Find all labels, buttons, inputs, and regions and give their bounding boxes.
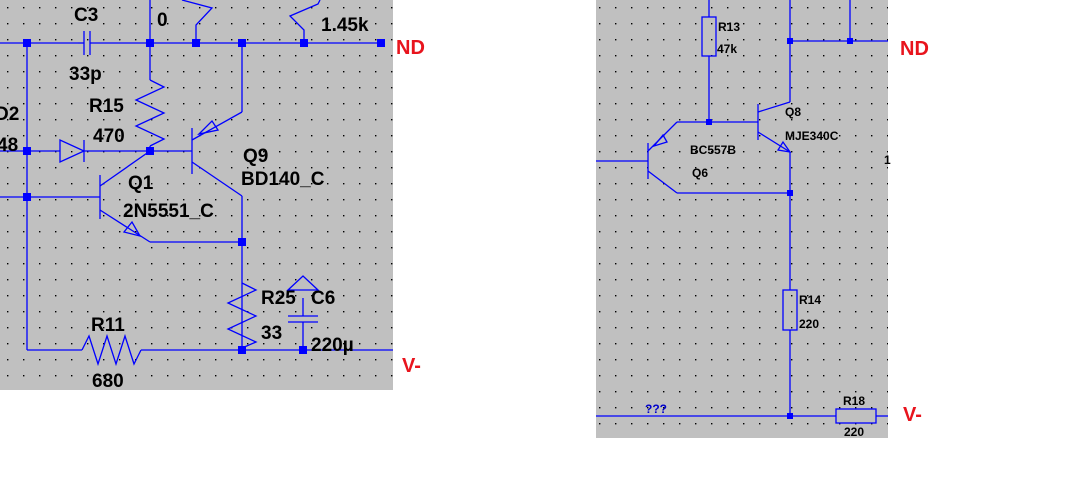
r14-resistor: [782, 289, 798, 416]
q9-transistor: [150, 111, 243, 350]
r13-value: 47k: [717, 42, 737, 56]
r14-value: 220: [799, 317, 819, 331]
q6-model: BC557B: [690, 143, 736, 157]
left-junction-nodes: [23, 39, 385, 354]
q6-transistor: [596, 121, 790, 194]
top-partial-value: 0: [157, 10, 168, 31]
r25-ref: R25: [261, 288, 296, 309]
unknown-label: ???: [645, 402, 667, 416]
r11-resistor: [27, 333, 393, 367]
d2-ref-fragment: D2: [0, 104, 19, 125]
r14-ref: R14: [799, 293, 821, 307]
q6-ref: Q6: [692, 166, 708, 180]
q8-ref: Q8: [785, 105, 801, 119]
left-schematic: C3 33p 0 1.45k ND D2 48 R15 470 Q9 BD140…: [0, 0, 425, 392]
top-resistor-value: 1.45k: [321, 15, 369, 36]
r15-ref: R15: [89, 96, 124, 117]
c6-value: 220µ: [311, 335, 354, 356]
c3-capacitor: [78, 31, 92, 55]
r18-value: 220: [844, 425, 864, 439]
left-grid: [0, 0, 393, 390]
c3-ref: C3: [74, 5, 98, 26]
r25-value: 33: [261, 323, 282, 344]
c6-capacitor: [286, 275, 320, 350]
r11-value: 680: [92, 371, 124, 392]
q1-model: 2N5551_C: [123, 201, 214, 222]
right-net-vminus: V-: [903, 404, 922, 426]
edge-fragment: 1: [884, 153, 891, 167]
r13-resistor: [701, 0, 717, 122]
r11-ref: R11: [91, 315, 125, 336]
right-grid: [596, 0, 888, 438]
q9-ref: Q9: [243, 146, 268, 167]
q1-transistor: [0, 150, 242, 243]
left-net-nd: ND: [396, 37, 425, 59]
right-net-nd: ND: [900, 38, 929, 60]
q9-model: BD140_C: [241, 169, 325, 190]
r18-ref: R18: [843, 394, 865, 408]
c6-ref: C6: [311, 288, 335, 309]
q8-model: MJE340C: [785, 129, 839, 143]
left-net-vminus: V-: [402, 355, 421, 377]
r13-ref: R13: [718, 20, 740, 34]
c3-value: 33p: [69, 64, 102, 85]
top-partial-resistors: [149, 0, 321, 112]
d2-value-fragment: 48: [0, 135, 18, 156]
r15-value: 470: [93, 126, 125, 147]
r18-resistor: [596, 408, 888, 424]
q1-ref: Q1: [128, 173, 154, 194]
right-junction-nodes: [706, 38, 853, 419]
r25-resistor: [226, 282, 258, 349]
right-schematic: R13 47k Q8 MJE340C BC557B Q6 1 R14 220 R…: [596, 0, 929, 439]
q8-transistor: [677, 41, 792, 290]
